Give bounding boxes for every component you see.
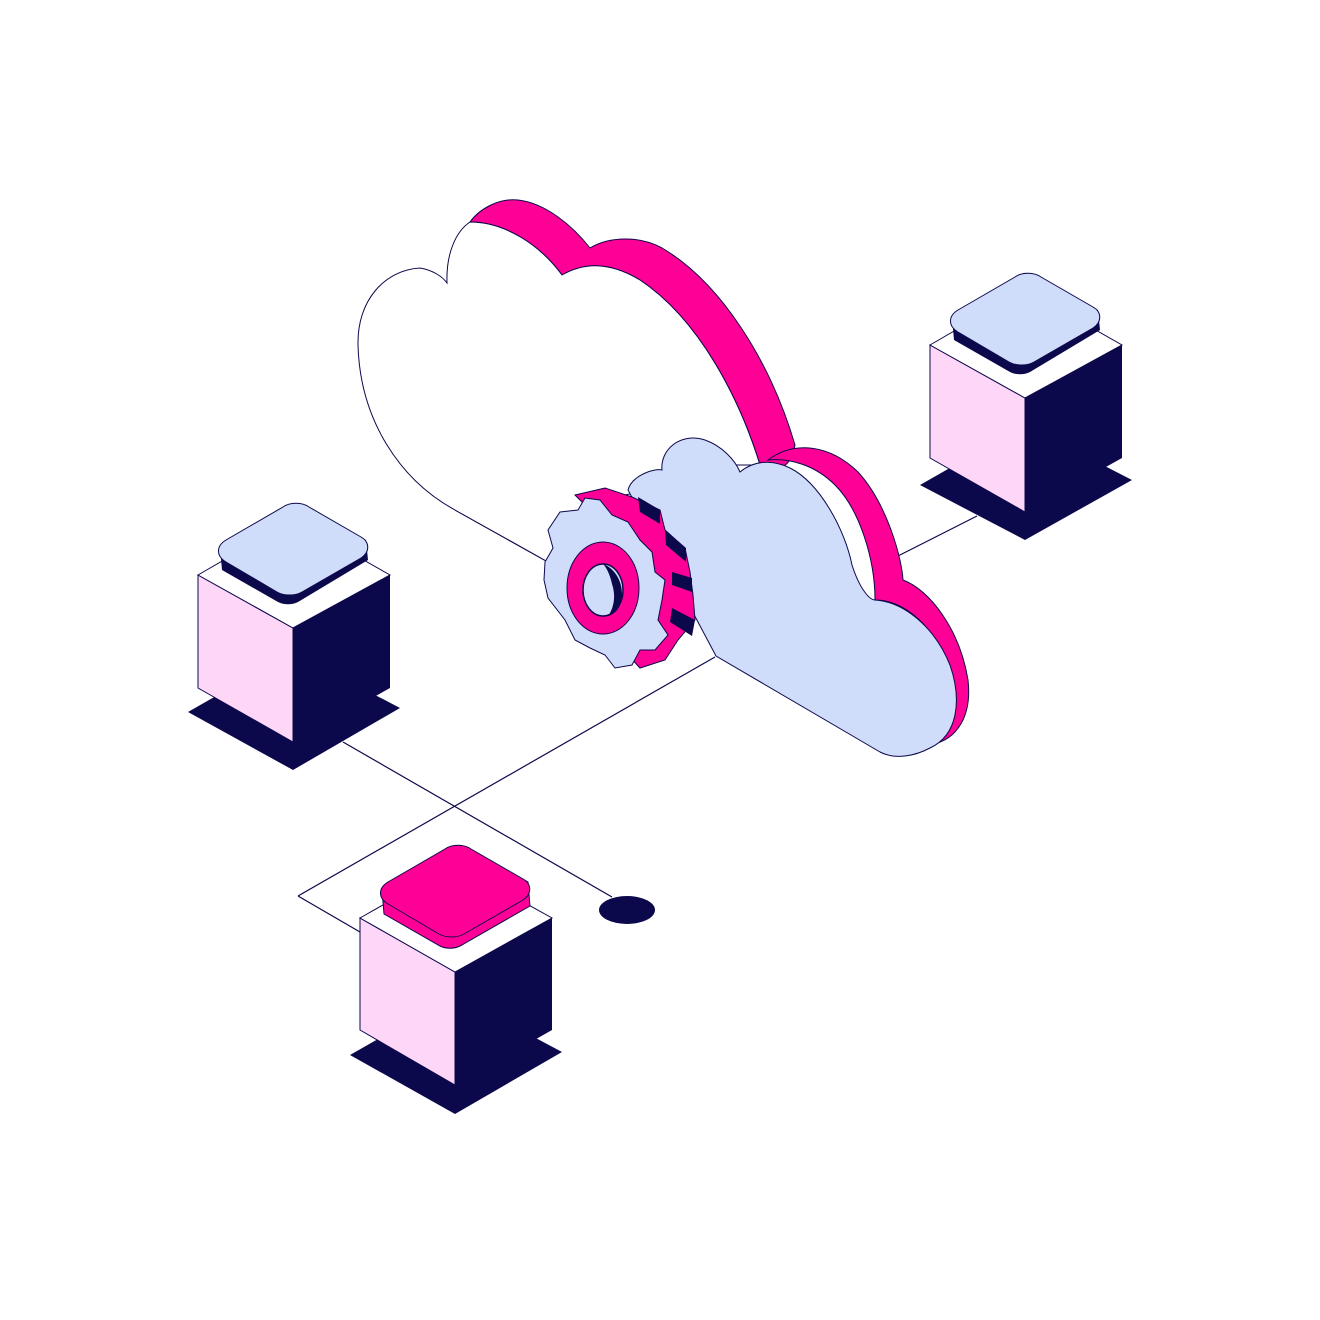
server-top-right [920, 272, 1132, 540]
server-cap [218, 502, 369, 596]
link-left-server-dot [342, 741, 613, 898]
gear-hole-depth [603, 564, 622, 616]
gear-tooth-shadow-2 [665, 530, 686, 562]
link-cloud-junction [297, 656, 716, 897]
gear-icon [543, 487, 696, 669]
gear-tooth-shadow-1 [638, 497, 660, 524]
server-right-face [293, 575, 390, 742]
server-left [188, 502, 400, 770]
endpoint-dot [599, 896, 655, 924]
server-right-face [1025, 345, 1122, 512]
link-right-server-cloud [897, 515, 978, 557]
gear-tooth-shadow-3 [672, 572, 692, 592]
gear-tooth-shadow-4 [670, 608, 695, 636]
server-cap [380, 844, 531, 938]
server-bottom [350, 844, 562, 1114]
server-cap [950, 272, 1101, 366]
cloud-front [627, 437, 970, 757]
cloud-front-face [627, 437, 957, 757]
link-junction-bottom [297, 895, 361, 933]
server-right-face [455, 918, 552, 1085]
